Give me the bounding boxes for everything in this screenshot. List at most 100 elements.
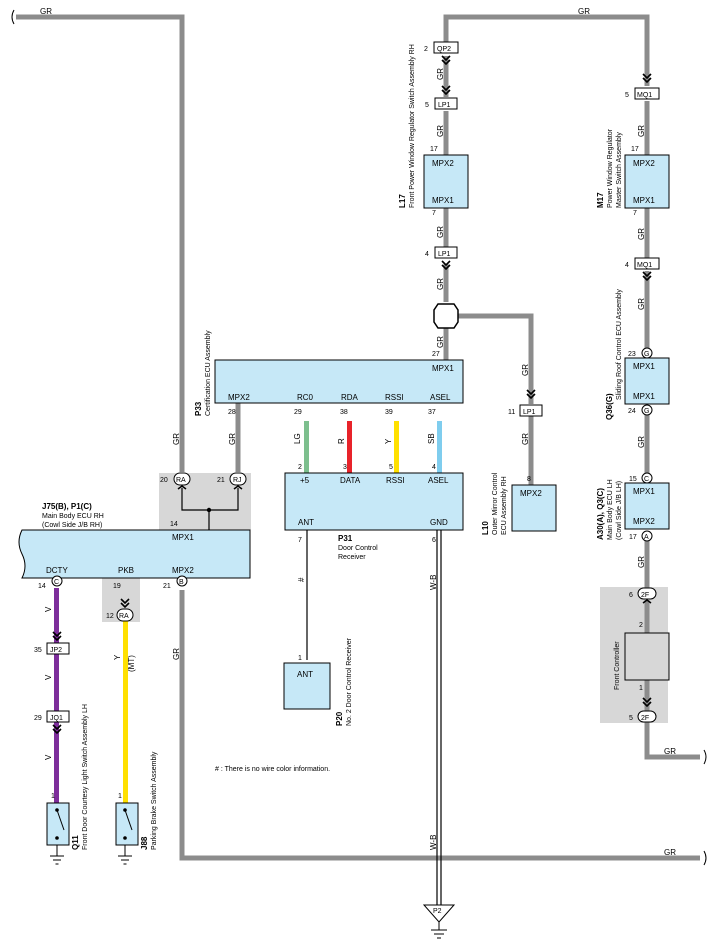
connector-name: QP2: [437, 46, 451, 53]
component-name: Receiver: [338, 554, 366, 561]
wire-label-gr: GR: [637, 228, 646, 240]
pin-number: 6: [432, 537, 436, 544]
pin-number: 2: [639, 622, 643, 629]
connector-letter: G: [644, 408, 649, 415]
connector-name: 2F: [641, 592, 649, 599]
wire-label-gr: GR: [637, 125, 646, 137]
pin-number: 24: [628, 408, 636, 415]
connector-name: JQ1: [50, 715, 63, 722]
pin-number: 20: [160, 477, 168, 484]
pin-number: 4: [432, 464, 436, 471]
pin-number: 17: [629, 534, 637, 541]
wire-label-gr: GR: [664, 747, 676, 756]
wire-label-hash: #: [297, 577, 306, 582]
connector-name: LP1: [438, 251, 451, 258]
connector-name: MQ1: [637, 262, 652, 269]
connector-rj: RJ 21: [217, 472, 247, 490]
wire-sb: [437, 421, 442, 473]
component-name: Main Body ECU RH: [42, 513, 104, 520]
component-code: L10: [481, 521, 490, 535]
connector-letter: G: [644, 351, 649, 358]
component-name: (Cowl Side J/B RH): [42, 522, 102, 529]
pin-label: MPX1: [633, 487, 655, 496]
wire-label-v: V: [44, 754, 53, 760]
pin-number: 23: [628, 351, 636, 358]
pin-label: MPX1: [432, 364, 454, 373]
wire-label-r: R: [337, 438, 346, 444]
front-controller: 2F 6 2 1 Front Controller 2F 5: [614, 587, 670, 723]
wire-label-gr: GR: [40, 7, 52, 16]
pin-number: 11: [508, 409, 515, 416]
component-name: Outer Mirror Control: [492, 472, 499, 535]
pin-number: 38: [340, 409, 348, 416]
wire-label-gr: GR: [521, 364, 530, 376]
pin-number: 2: [424, 46, 428, 53]
pin-label: MPX1: [633, 362, 655, 371]
wire-label-gr: GR: [172, 433, 181, 445]
wire-label-gr: GR: [436, 68, 445, 80]
component-code: Q36(G): [605, 393, 614, 420]
connector-ra: RA 20: [160, 472, 191, 490]
junction-octagon: [433, 303, 459, 329]
pin-label: MPX1: [432, 196, 454, 205]
component-name: Parking Brake Switch Assembly: [151, 751, 158, 850]
wire-label-gr: GR: [521, 433, 530, 445]
component-name: Front Door Courtesy Light Switch Assembl…: [82, 704, 89, 850]
wire-label-gr: GR: [436, 278, 445, 290]
connector-name: RA: [176, 477, 186, 484]
connector-name: 2F: [641, 715, 649, 722]
component-name: Main Body ECU LH: [607, 479, 614, 540]
connector-letter: C: [644, 476, 649, 483]
gr-wires: [16, 14, 700, 861]
component-name: (Cowl Side J/B LH): [616, 481, 623, 540]
wire-label-sb: SB: [427, 433, 436, 444]
component-code: P33: [194, 401, 203, 416]
main-body-ecu-rh: MPX1 MPX2 DCTY PKB 14 21 14 19 C B J75(B…: [18, 502, 251, 590]
wire-label-gr: GR: [578, 7, 590, 16]
pin-label: MPX2: [432, 159, 454, 168]
wire-label-y: Y: [113, 654, 122, 660]
parking-brake-switch: 1 J88 Parking Brake Switch Assembly: [115, 751, 158, 865]
pin-number: 7: [432, 210, 436, 217]
pin-label: MPX2: [633, 517, 655, 526]
pin-number: 27: [432, 351, 440, 358]
pin-label: MPX1: [633, 196, 655, 205]
component-name: Front Power Window Regulator Switch Asse…: [409, 44, 416, 208]
connector-ra-pkb: RA 12: [106, 598, 134, 622]
pin-number: 5: [425, 102, 429, 109]
black-wires: [181, 488, 442, 905]
pin-number: 15: [629, 476, 637, 483]
ground-label: P2: [433, 908, 442, 915]
door-control-receiver: +5 DATA RSSI ASEL ANT GND 2 3 5 4 7 6 P3…: [284, 464, 464, 561]
pin-number: 14: [38, 583, 46, 590]
component-name: Certification ECU Assembly: [205, 330, 212, 416]
connector-qp2: QP2 2: [424, 41, 459, 65]
pin-number: 6: [629, 592, 633, 599]
wire-label-gr: GR: [436, 226, 445, 238]
wire-label-wb: W-B: [429, 835, 438, 850]
pin-label: RSSI: [386, 476, 405, 485]
connector-name: RJ: [233, 477, 242, 484]
component-name: No. 2 Door Control Receiver: [346, 637, 353, 726]
wire-label-gr: GR: [172, 648, 181, 660]
pin-number: 21: [163, 583, 171, 590]
wire-label-gr: GR: [637, 298, 646, 310]
pin-number: 19: [113, 583, 121, 590]
pin-number: 5: [629, 715, 633, 722]
pin-number: 14: [170, 521, 178, 528]
component-name: Master Switch Assembly: [616, 132, 623, 208]
component-code: P20: [335, 711, 344, 726]
pin-label: PKB: [118, 566, 134, 575]
sliding-roof-ecu: MPX1 MPX1 G 23 G 24 Q36(G) Sliding Roof …: [605, 289, 670, 420]
pin-number: 2: [298, 464, 302, 471]
wire-label-gr: GR: [664, 848, 676, 857]
pin-label: MPX1: [172, 533, 194, 542]
pin-label: ANT: [298, 518, 314, 527]
pin-number: 4: [625, 262, 629, 269]
component-code: P31: [338, 534, 353, 543]
wire-y: [394, 421, 399, 473]
pin-label: ANT: [297, 670, 313, 679]
pin-number: 1: [298, 655, 302, 662]
pin-number: 3: [343, 464, 347, 471]
